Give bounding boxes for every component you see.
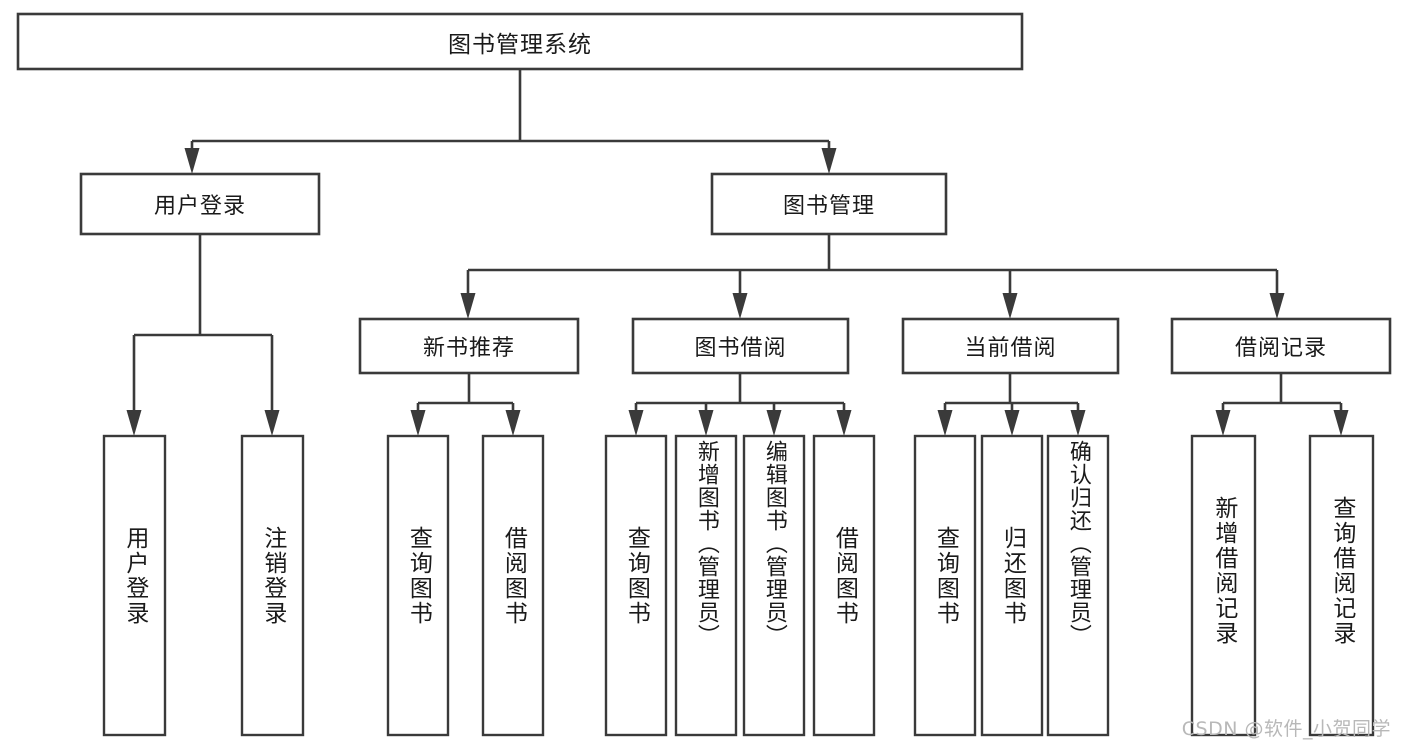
arrow-head-icon [410,410,426,436]
node-box-current-borrow[interactable] [901,317,1120,375]
arrow-head-icon [1002,293,1018,319]
node-box-leaf-borrow-book[interactable] [812,434,876,737]
arrow-head-icon [821,148,837,174]
node-box-book-borrow[interactable] [631,317,850,375]
arrow-head-icon [1004,410,1020,436]
arrow-head-icon [1215,410,1231,436]
node-box-layer [16,12,1392,737]
connector-layer [126,69,1349,436]
node-box-leaf-query-book-recommend[interactable] [386,434,450,737]
watermark-text: CSDN @软件_小贺同学 [1181,718,1391,740]
node-box-leaf-query-book-current[interactable] [913,434,977,737]
arrow-head-icon [628,410,644,436]
node-box-leaf-add-borrow-record[interactable] [1190,434,1257,737]
arrow-head-icon [732,293,748,319]
arrow-head-icon [1333,410,1349,436]
arrow-head-icon [460,293,476,319]
node-box-leaf-logout[interactable] [240,434,305,737]
node-box-leaf-borrow-book-recommend[interactable] [481,434,545,737]
node-box-leaf-user-login[interactable] [102,434,167,737]
node-box-new-book-recommend[interactable] [358,317,580,375]
arrow-head-icon [937,410,953,436]
node-box-borrow-record[interactable] [1170,317,1392,375]
node-box-leaf-confirm-return-admin[interactable] [1046,434,1110,737]
node-box-user-login[interactable] [79,172,321,236]
arrow-head-icon [766,410,782,436]
arrow-head-icon [698,410,714,436]
node-box-book-management[interactable] [710,172,948,236]
arrow-head-icon [836,410,852,436]
arrow-head-icon [505,410,521,436]
node-box-leaf-return-book[interactable] [980,434,1044,737]
arrow-head-icon [126,410,142,436]
arrow-head-icon [264,410,280,436]
node-box-leaf-query-borrow-record[interactable] [1308,434,1375,737]
arrow-head-icon [184,148,200,174]
arrow-head-icon [1070,410,1086,436]
node-box-leaf-query-book-borrow[interactable] [604,434,668,737]
node-box-leaf-edit-book-admin[interactable] [742,434,806,737]
arrow-head-icon [1269,293,1285,319]
node-box-root[interactable] [16,12,1024,71]
node-box-leaf-add-book-admin[interactable] [674,434,738,737]
